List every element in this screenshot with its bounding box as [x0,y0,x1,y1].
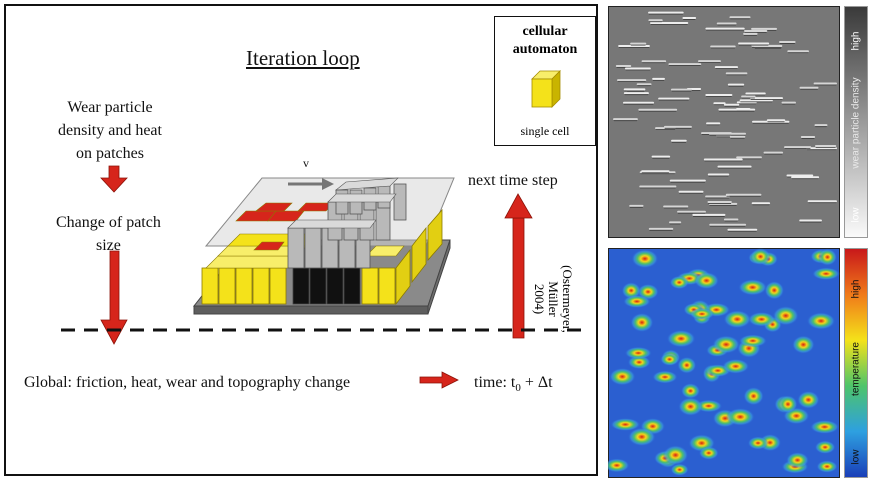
hot-spot [694,272,719,290]
hot-spot [678,397,703,416]
hot-spot [786,452,809,469]
hot-spot [662,445,689,465]
wear-density-label: Wear particle density and heat on patche… [58,99,162,162]
hot-spot [806,312,836,330]
temperature-simulation-image [608,248,840,478]
hot-spot [712,335,740,354]
up-arrow-next-step [504,193,533,339]
velocity-label: v [303,156,309,170]
hot-spot [738,334,767,348]
density-quantity-label: wear particle density [850,77,862,169]
patch-size-label: Change of patch size [56,214,161,254]
density-simulation-image [608,6,840,238]
density-colorbar: high wear particle density low [844,6,868,238]
hot-spot [677,356,697,374]
hot-spot [816,460,838,473]
hot-spot [610,418,641,431]
hot-spot [627,427,656,447]
hot-spot [666,329,696,348]
automaton-3d-grid [192,177,455,315]
hot-spot [689,307,715,320]
hot-spot [812,267,840,281]
down-arrow-small [100,165,128,193]
cellular-automaton-title: cellular automaton [512,24,578,57]
hot-spot [698,446,719,460]
hot-spot [722,358,750,374]
hot-spot [725,408,755,426]
hot-spot [797,390,820,409]
temperature-high-label: high [850,279,862,299]
diagram-arrows [61,165,586,389]
hot-spot [814,440,836,454]
hot-spot [652,370,678,384]
hot-spot [608,458,630,473]
hot-spot [738,279,768,296]
time-step-label: time: t0 + Δt [474,374,553,395]
hot-spot [764,281,785,300]
density-low-label: low [850,207,862,223]
hot-spot [624,346,652,360]
hot-spot [792,335,815,354]
hot-spot [772,306,799,326]
iteration-diagram-panel: Iteration loop Wear particle density and… [4,4,598,476]
density-high-label: high [850,31,862,51]
hot-spot [750,248,771,266]
hot-spot [630,312,654,333]
diagram-title: Iteration loop [246,46,360,70]
hot-spot [747,436,769,450]
hot-spot [621,282,641,299]
hot-spot [623,294,651,308]
global-change-label: Global: friction, heat, wear and topogra… [24,374,351,391]
hot-spot [680,383,701,399]
hot-spot [810,420,840,434]
hot-spot [817,248,838,266]
single-cell-label: single cell [520,124,570,138]
hot-spot [747,311,776,327]
hot-spot [631,249,659,269]
temperature-colorbar: high temperature low [844,248,868,478]
hot-spot [723,310,752,329]
cellular-automaton-box: cellular automaton single cell [494,16,596,146]
down-arrow-long [100,250,128,345]
hot-spot [609,367,636,386]
temperature-low-label: low [850,449,862,465]
hot-spot [743,386,764,406]
next-time-step-label: next time step [468,172,558,189]
hot-spot [670,463,689,476]
hot-spot [660,352,679,366]
right-arrow-time [419,371,459,389]
single-cell-cube-icon [531,70,561,108]
hot-spot [778,395,798,414]
hot-spot [669,275,689,290]
temperature-quantity-label: temperature [850,342,862,396]
